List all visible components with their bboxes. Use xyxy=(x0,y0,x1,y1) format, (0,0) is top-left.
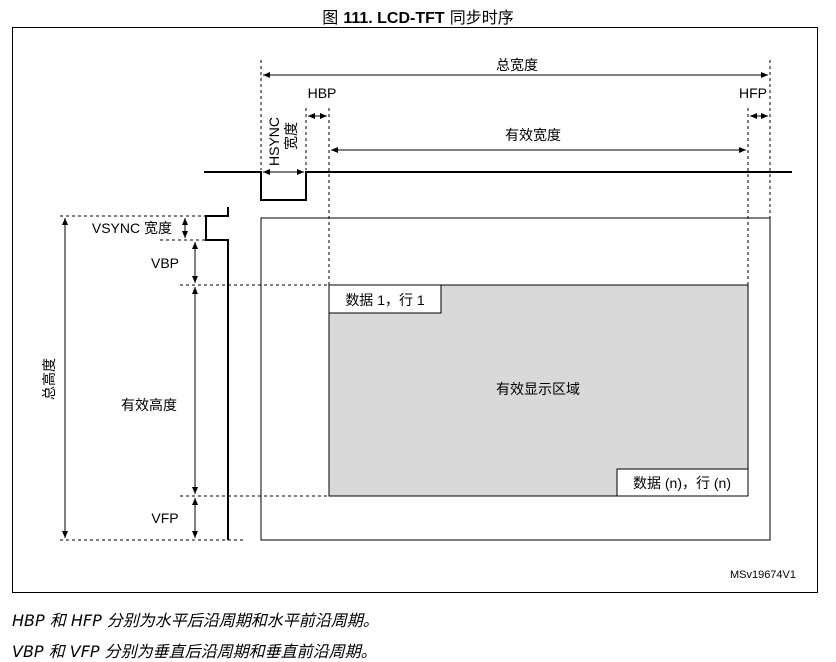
total-height-label: 总高度 xyxy=(41,358,57,400)
dashed-guides xyxy=(60,60,771,541)
data-first-label: 数据 1，行 1 xyxy=(345,292,425,308)
figure-title-number: 111. LCD-TFT xyxy=(343,10,445,27)
total-frame-rect xyxy=(260,217,771,541)
figure-title-suffix: 同步时序 xyxy=(449,8,514,27)
figure-title-prefix: 图 xyxy=(322,8,339,27)
total-width-label: 总宽度 xyxy=(496,57,538,73)
vfp-label: VFP xyxy=(151,510,178,526)
active-display-area xyxy=(328,284,749,497)
hsync-label: HSYNC xyxy=(266,117,282,166)
figure-title: 图 111. LCD-TFT 同步时序 xyxy=(0,4,836,28)
note-vertical: VBP 和 VFP 分别为垂直后沿周期和垂直前沿周期。 xyxy=(12,642,377,661)
dimension-arrows xyxy=(62,72,768,538)
hsync-waveform xyxy=(204,171,792,201)
hbp-label: HBP xyxy=(308,85,337,101)
diagram-frame xyxy=(12,27,818,593)
vbp-label: VBP xyxy=(151,255,179,271)
active-width-label: 有效宽度 xyxy=(505,127,561,143)
vsync-width-label: VSYNC 宽度 xyxy=(92,220,172,236)
data-last-label: 数据 (n)，行 (n) xyxy=(633,475,731,491)
note-horizontal: HBP 和 HFP 分别为水平后沿周期和水平前沿周期。 xyxy=(12,611,379,630)
figure-id: MSv19674V1 xyxy=(730,569,796,581)
hsync-width-label: 宽度 xyxy=(283,122,299,150)
hfp-label: HFP xyxy=(739,85,767,101)
data-last-box xyxy=(616,468,749,497)
active-height-label: 有效高度 xyxy=(121,397,177,413)
vsync-waveform xyxy=(205,207,229,540)
data-first-box xyxy=(328,284,442,314)
active-display-area-label: 有效显示区域 xyxy=(496,381,580,397)
